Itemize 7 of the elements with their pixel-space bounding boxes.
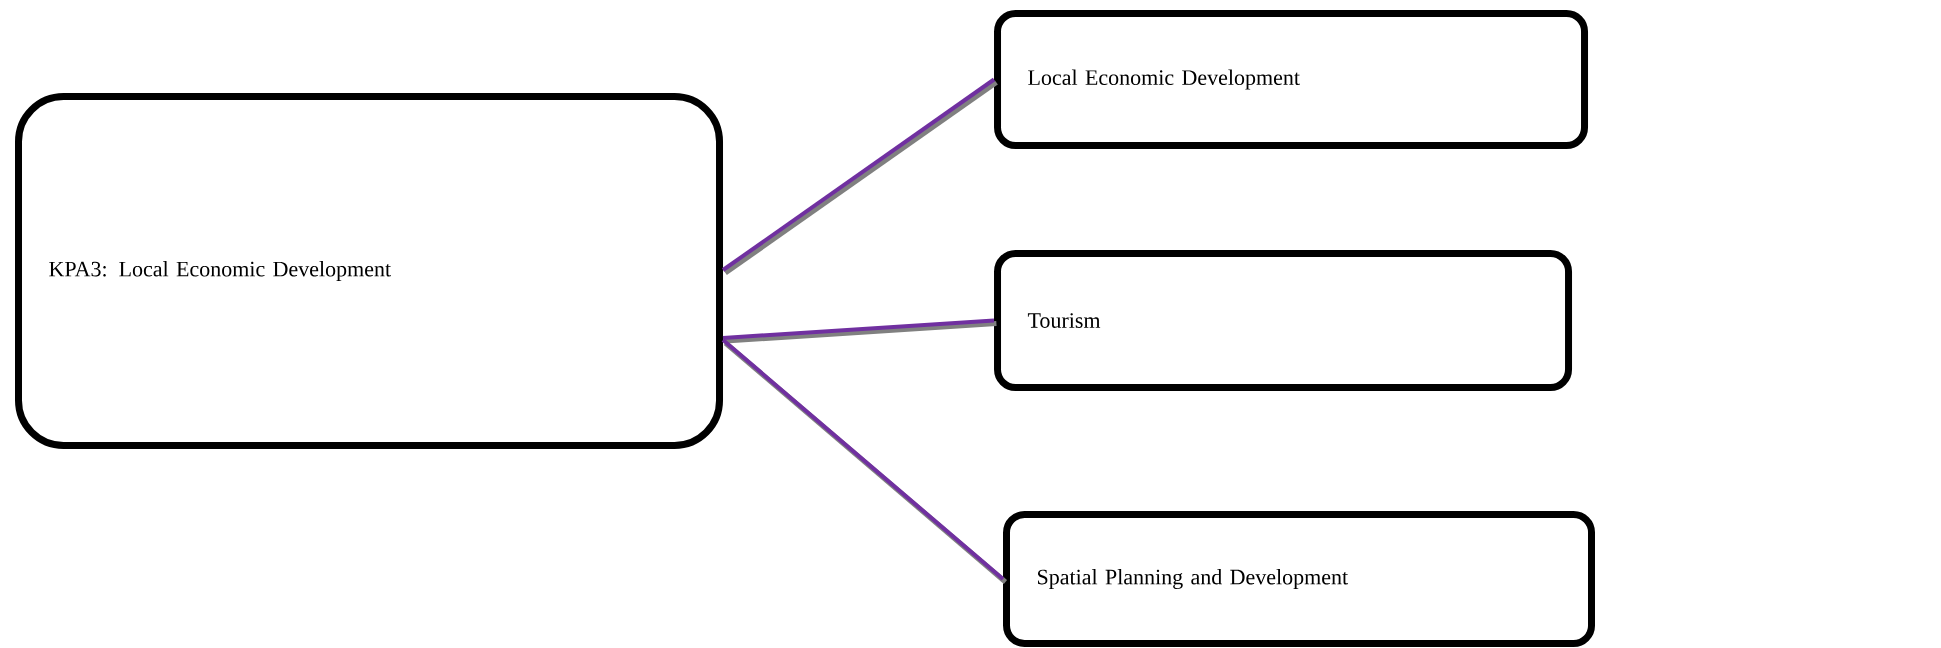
connector-line: [722, 318, 997, 344]
rounded-box: Tourism: [994, 250, 1573, 391]
rounded-box: Spatial Planning and Development: [1003, 511, 1596, 647]
connector-line: [721, 338, 1008, 584]
rounded-box: Local Economic Development: [994, 10, 1588, 149]
connector-line: [721, 77, 998, 276]
rounded-box: KPA3: Local Economic Development: [15, 93, 723, 449]
